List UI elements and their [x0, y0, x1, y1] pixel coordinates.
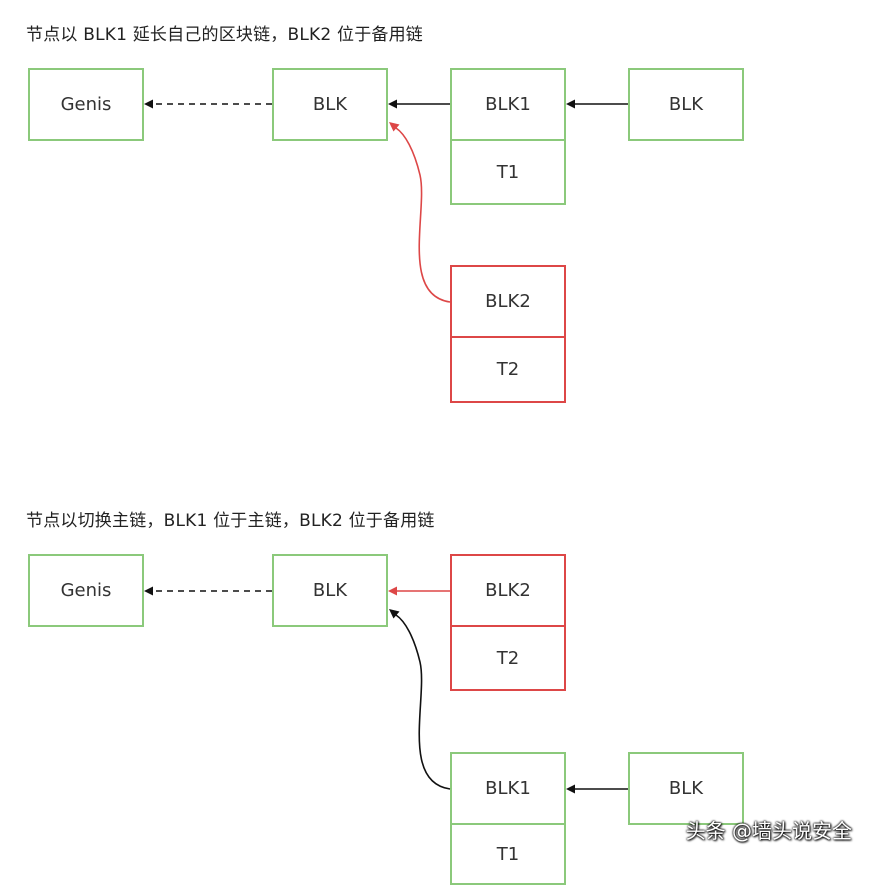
diagram1-caption: 节点以 BLK1 延长自己的区块链，BLK2 位于备用链 — [26, 25, 424, 45]
d1-arrow-tip-to-blk1 — [566, 99, 628, 109]
d1-arrow-blk-to-genesis — [144, 99, 272, 109]
d1-t2-transaction: T2 — [450, 338, 566, 403]
diagram2-caption: 节点以切换主链，BLK1 位于主链，BLK2 位于备用链 — [26, 511, 435, 531]
d2-blk-tip-block: BLK — [628, 752, 744, 825]
d1-blk-tip-block: BLK — [628, 68, 744, 141]
d1-blk2-block: BLK2 — [450, 265, 566, 338]
d1-t1-transaction: T1 — [450, 141, 566, 205]
d2-arrow-blk1-to-blk — [389, 609, 451, 790]
d2-blk-block: BLK — [272, 554, 388, 627]
d1-blk-block: BLK — [272, 68, 388, 141]
watermark: 头条 @墙头说安全 — [685, 819, 852, 843]
d1-arrow-blk2-to-blk — [389, 122, 451, 303]
d1-genesis-block: Genis — [28, 68, 144, 141]
d1-arrow-blk1-to-blk — [388, 99, 450, 109]
d2-arrow-blk-to-genesis — [144, 586, 272, 596]
d2-blk2-block: BLK2 — [450, 554, 566, 627]
d2-arrow-tip-to-blk1 — [566, 784, 628, 794]
d2-t2-transaction: T2 — [450, 627, 566, 691]
d2-arrow-blk2-to-blk — [388, 586, 450, 596]
d2-t1-transaction: T1 — [450, 825, 566, 885]
d2-genesis-block: Genis — [28, 554, 144, 627]
d2-blk1-block: BLK1 — [450, 752, 566, 825]
d1-blk1-block: BLK1 — [450, 68, 566, 141]
